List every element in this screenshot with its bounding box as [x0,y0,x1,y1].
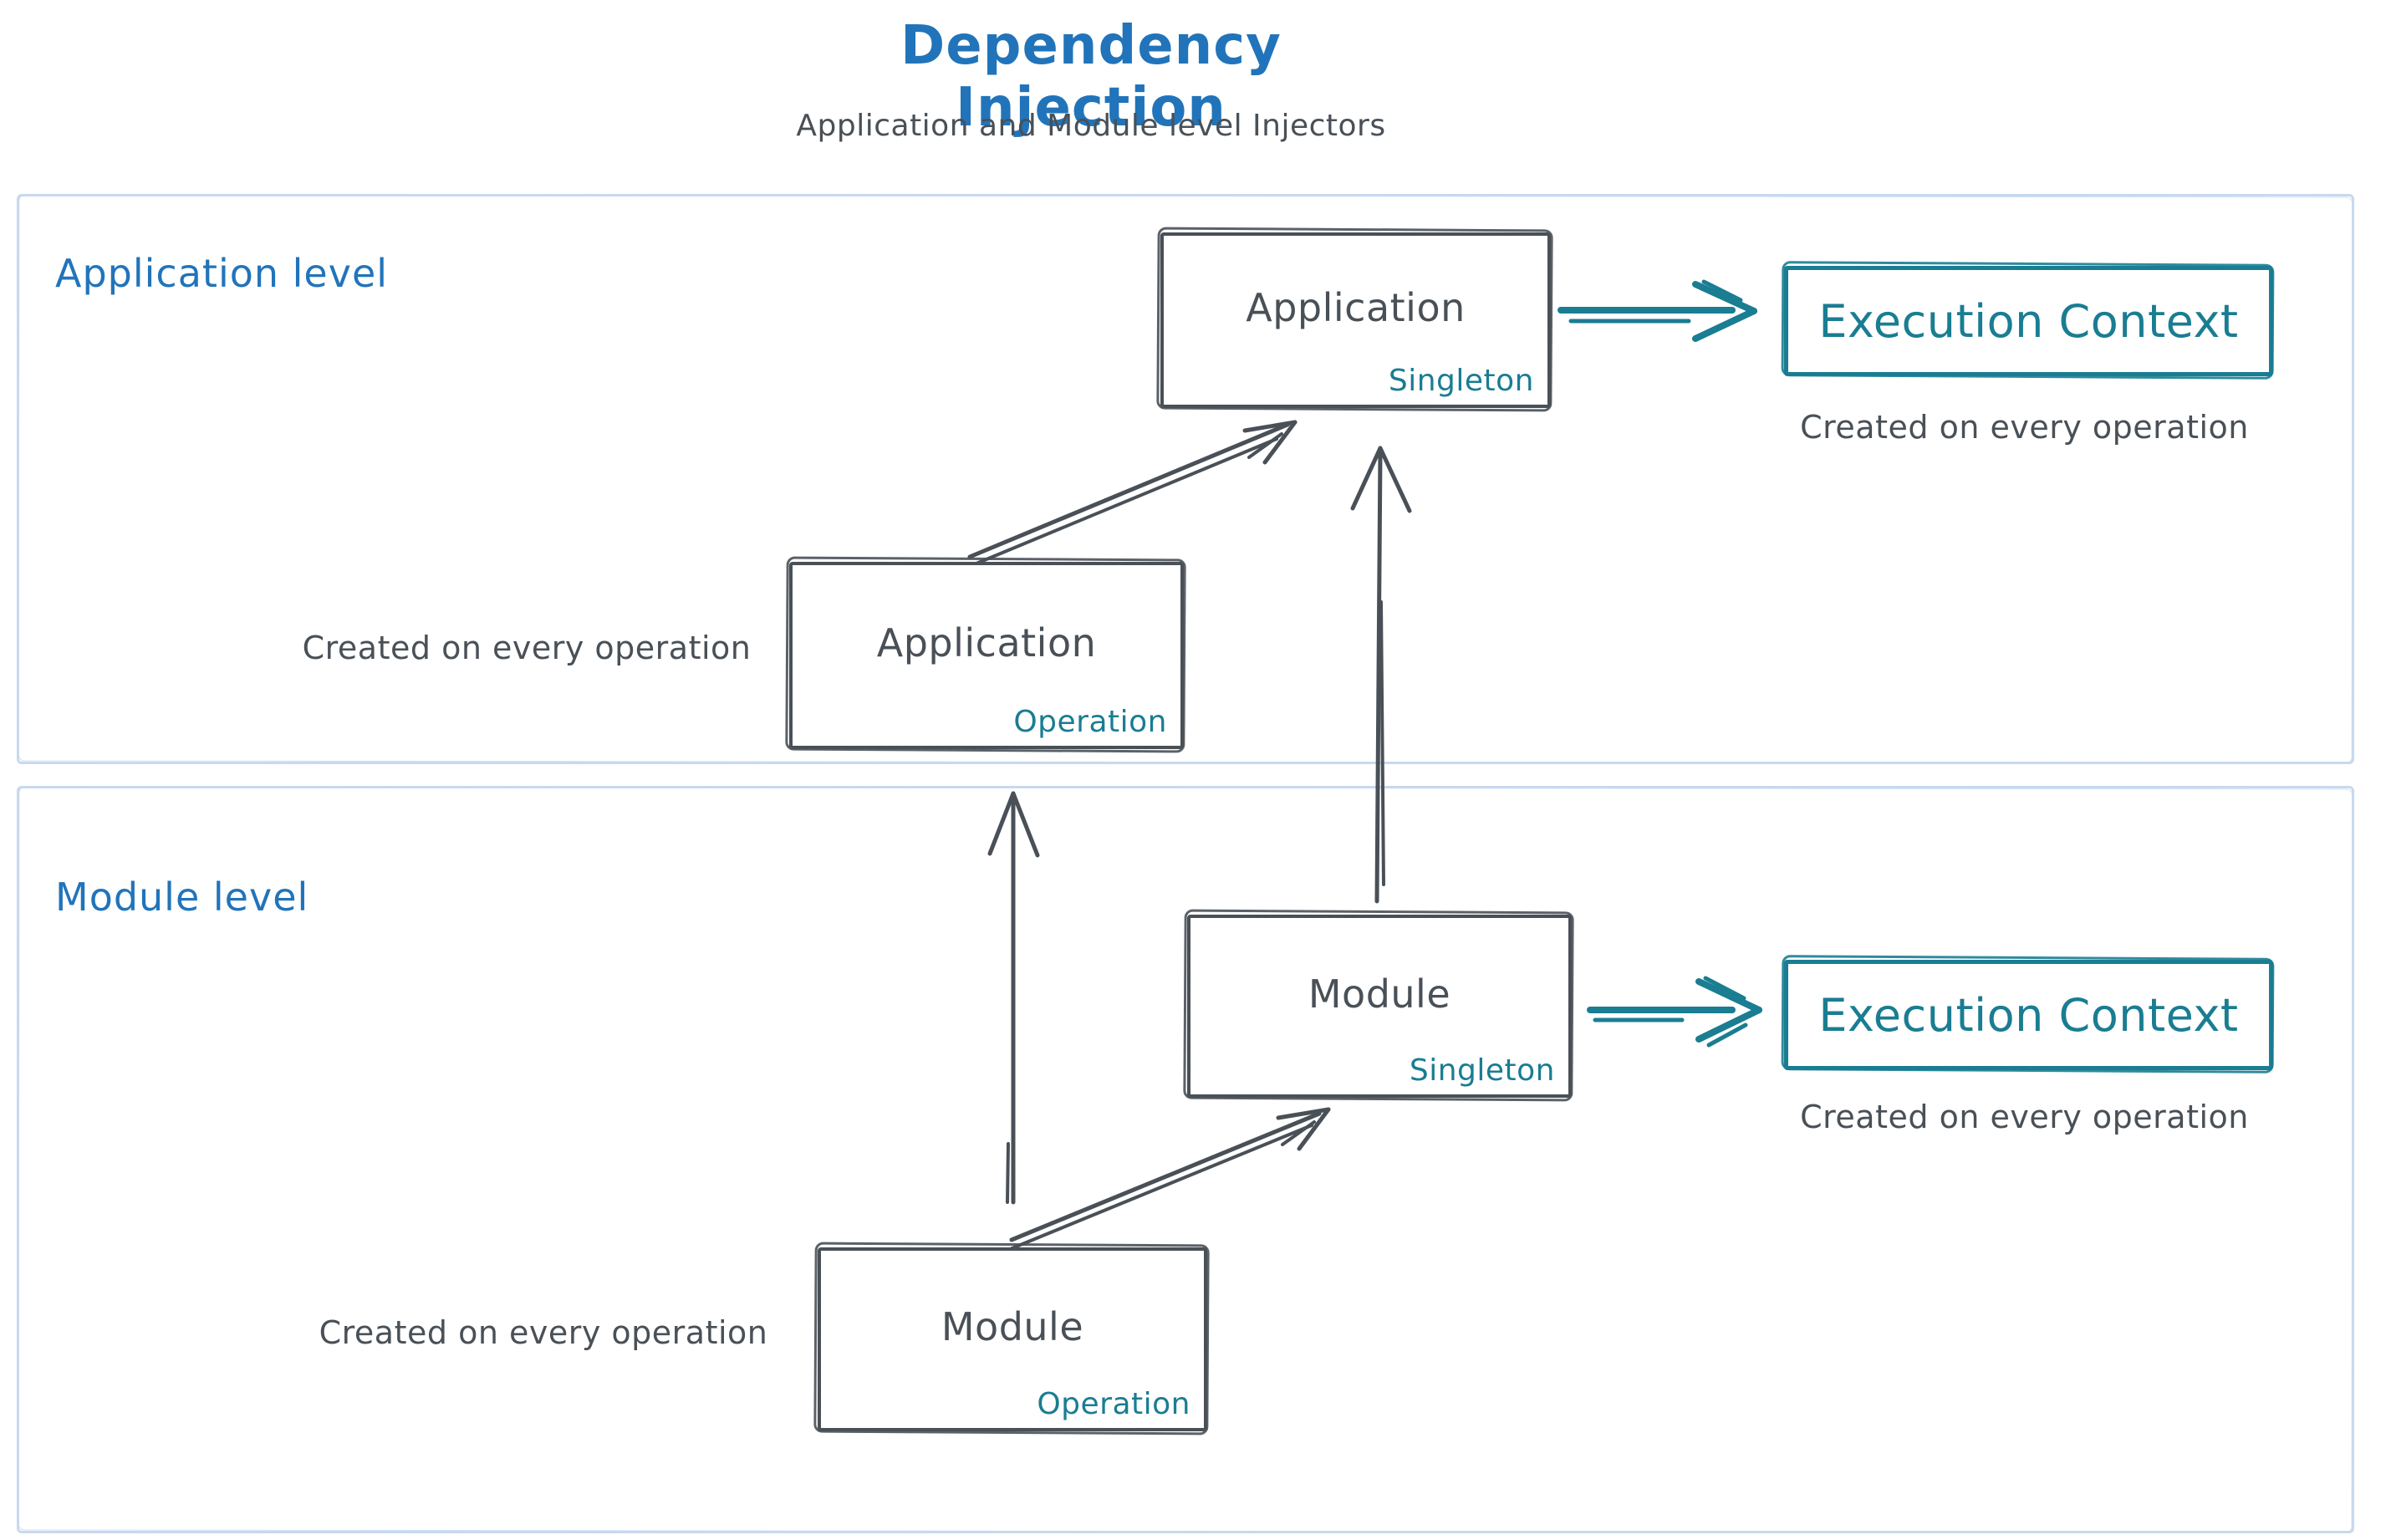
node-execution-context-module: Execution Context [1784,960,2273,1070]
diagram-title: Dependency Injection [900,15,1282,139]
caption-module-operation: Created on every operation [319,1314,768,1351]
node-module-singleton: Module Singleton [1187,915,1572,1098]
node-application-operation-title: Application [876,620,1097,665]
section-application-label: Application level [55,251,389,296]
section-application-level [17,194,2354,764]
node-module-operation: Module Operation [818,1247,1207,1431]
node-application-operation-variant: Operation [1013,705,1167,739]
node-module-singleton-variant: Singleton [1409,1053,1555,1088]
caption-execution-context-application: Created on every operation [1800,409,2249,446]
node-module-singleton-title: Module [1308,971,1451,1017]
section-module-level [17,786,2354,1533]
node-execution-context-application-title: Execution Context [1818,294,2239,348]
node-execution-context-application: Execution Context [1784,266,2273,376]
caption-application-operation: Created on every operation [302,630,752,666]
node-module-operation-title: Module [941,1304,1084,1349]
caption-execution-context-module: Created on every operation [1800,1099,2249,1135]
node-module-operation-variant: Operation [1037,1387,1190,1421]
diagram-subtitle: Application and Module level Injectors [796,109,1386,143]
node-application-singleton-variant: Singleton [1388,364,1534,398]
node-application-singleton: Application Singleton [1160,232,1551,408]
node-execution-context-module-title: Execution Context [1818,988,2239,1042]
section-module-label: Module level [55,875,309,920]
node-application-operation: Application Operation [789,562,1184,749]
node-application-singleton-title: Application [1246,285,1466,330]
